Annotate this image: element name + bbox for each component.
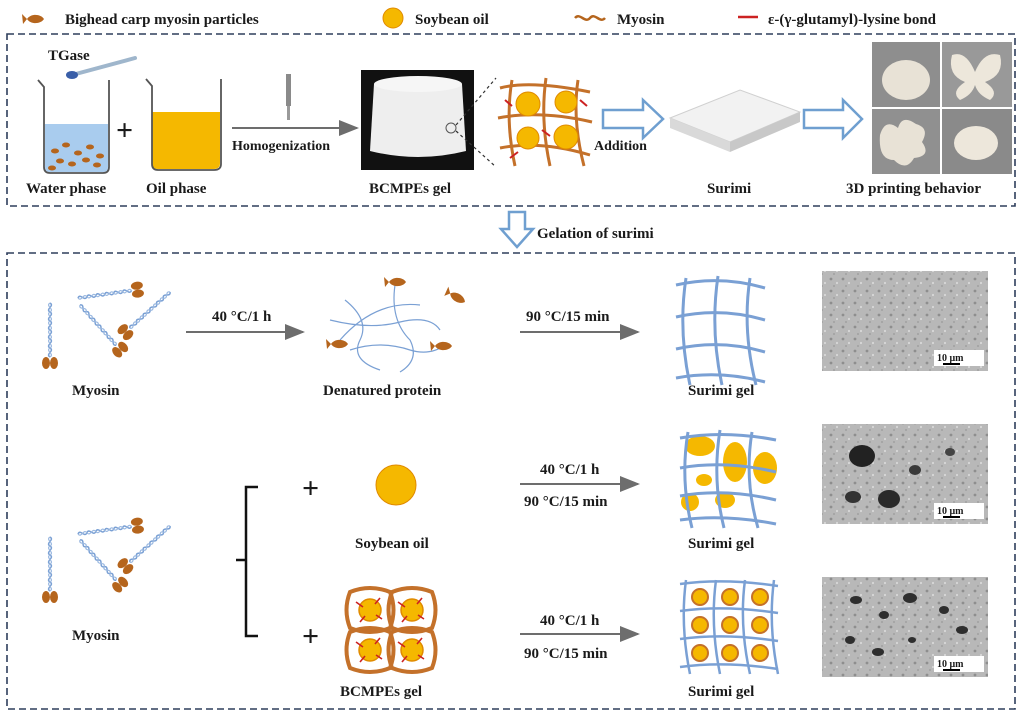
composite-gel-icon [679, 579, 780, 675]
surimi-block-photo [668, 89, 802, 152]
oil-droplet-icon [382, 7, 404, 29]
row1-scale-label: 10 μm [937, 353, 964, 364]
row2-end-label: Surimi gel [688, 536, 754, 552]
homogenizer-icon [286, 74, 291, 120]
legend: Bighead carp myosin particles Soybean oi… [22, 7, 937, 29]
legend-oil-label: Soybean oil [415, 12, 489, 28]
surimi-gel-network-icon [675, 275, 766, 386]
row2-step1-label: 40 °C/1 h [540, 462, 600, 478]
row3-step2-label: 90 °C/15 min [524, 646, 608, 662]
row1-end-label: Surimi gel [688, 383, 754, 399]
row3-scale-label: 10 μm [937, 659, 964, 670]
myosin-strand-icon [574, 15, 606, 21]
legend-myosin-label: Myosin [617, 12, 665, 28]
sem-micrograph-2: 10 μm [822, 424, 988, 524]
oil-phase-label: Oil phase [146, 181, 207, 197]
row3-gel-label: BCMPEs gel [340, 684, 422, 700]
bcmpes-gel-label: BCMPEs gel [369, 181, 451, 197]
row3-end-label: Surimi gel [688, 684, 754, 700]
myosin-molecules-icon [41, 280, 177, 370]
oil-beaker-icon [145, 78, 222, 171]
row2-step2-label: 90 °C/15 min [524, 494, 608, 510]
pipette-icon [66, 56, 137, 79]
zoom-line [455, 130, 497, 168]
printing-arrow [802, 96, 864, 142]
row2-start-label: Myosin [72, 628, 120, 644]
myosin-molecules-icon [41, 516, 177, 604]
bcmpes-gel-icon [344, 586, 438, 674]
printed-samples-photos [872, 42, 1012, 174]
preparation-panel [6, 33, 1016, 207]
zoom-line [455, 77, 497, 126]
row1-step2-label: 90 °C/15 min [526, 309, 610, 325]
row2-scale-label: 10 μm [937, 506, 964, 517]
tgase-label: TGase [48, 48, 90, 64]
surimi-label: Surimi [707, 181, 751, 197]
legend-bond-label: ε-(γ-glutamyl)-lysine bond [768, 12, 937, 28]
printing-behavior-label: 3D printing behavior [846, 181, 981, 197]
homogenization-label: Homogenization [232, 139, 330, 154]
denatured-protein-icon [326, 277, 468, 373]
row1-mid-label: Denatured protein [323, 383, 442, 399]
sem-micrograph-1: 10 μm [822, 271, 988, 371]
row1-step1-label: 40 °C/1 h [212, 309, 272, 325]
soybean-oil-droplet-icon [375, 464, 417, 506]
plus-icon: + [116, 114, 133, 147]
addition-arrow [601, 97, 665, 141]
row1-start-label: Myosin [72, 383, 120, 399]
water-beaker-icon [37, 79, 110, 174]
gel-block-photo [361, 70, 474, 170]
water-phase-label: Water phase [26, 181, 106, 197]
plus-icon: + [302, 472, 319, 505]
fish-particle-icon [22, 14, 44, 24]
oil-filled-gel-icon [679, 429, 777, 529]
sem-micrograph-3: 10 μm [822, 577, 988, 677]
legend-particles-label: Bighead carp myosin particles [65, 12, 259, 28]
gelation-panel [6, 252, 1016, 710]
addition-label: Addition [594, 139, 647, 154]
plus-icon: + [302, 620, 319, 653]
row2-oil-label: Soybean oil [355, 536, 429, 552]
gelation-label: Gelation of surimi [537, 226, 654, 242]
emulsion-network-icon [497, 77, 593, 167]
bracket-icon [236, 485, 258, 638]
gelation-arrow [498, 210, 536, 249]
row3-step1-label: 40 °C/1 h [540, 613, 600, 629]
